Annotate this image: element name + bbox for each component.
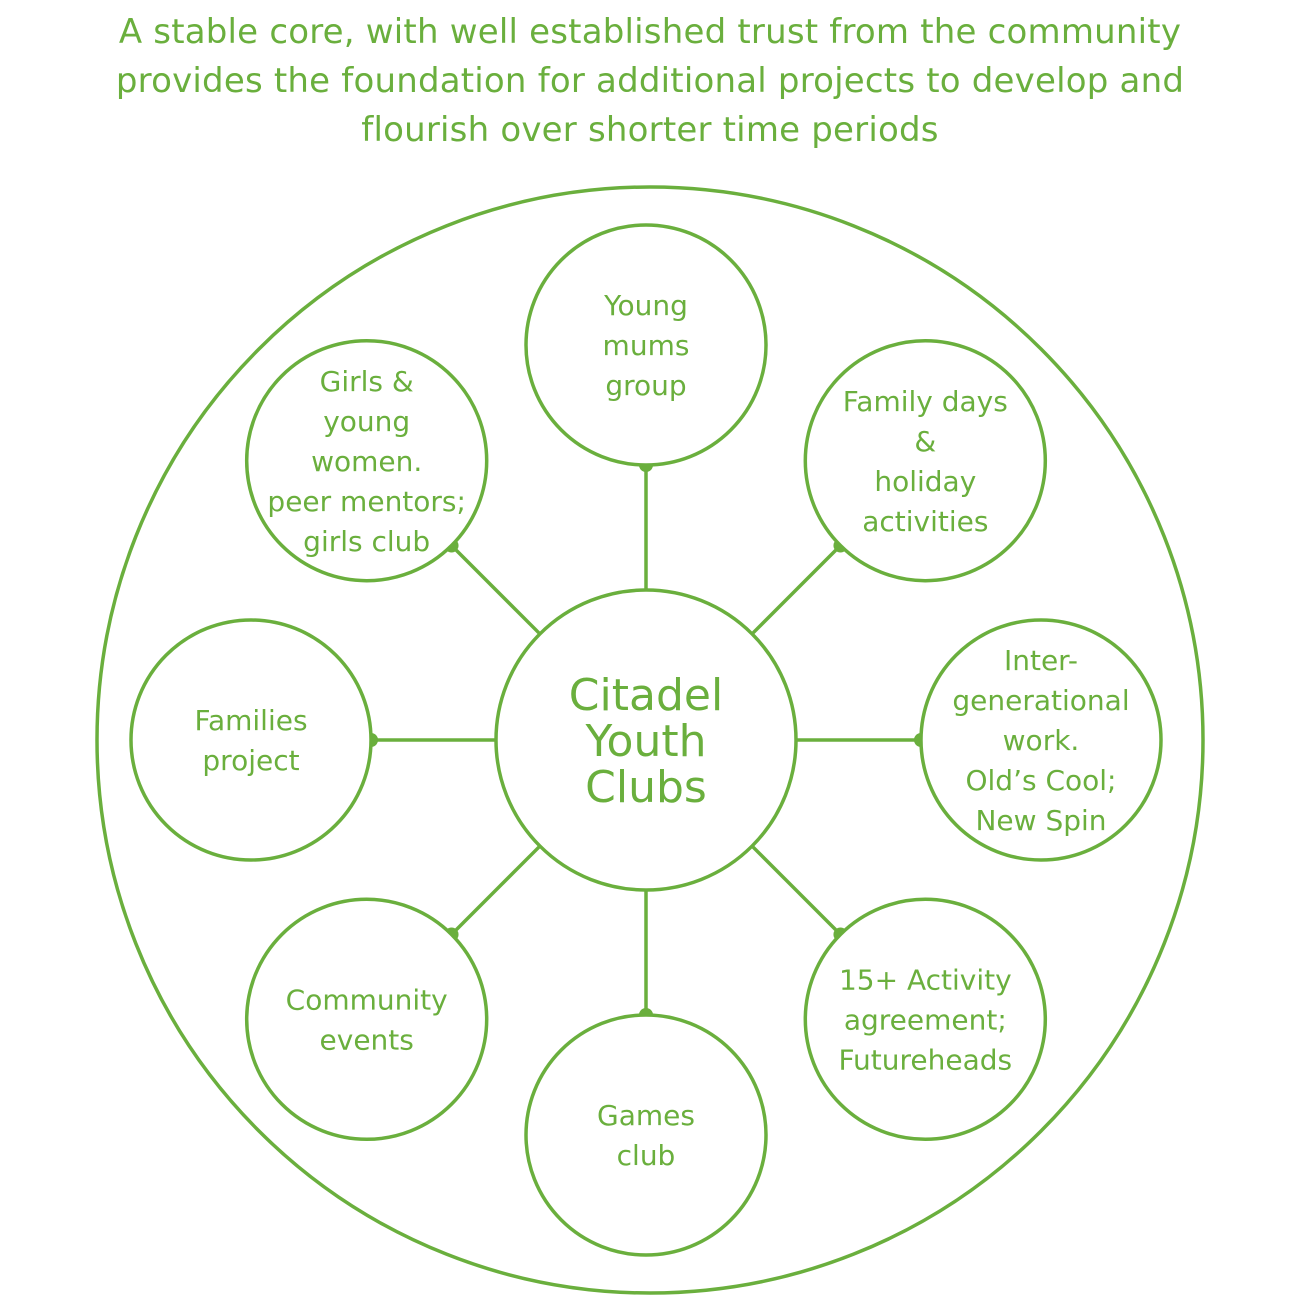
node-circle-activity-agreement xyxy=(803,897,1048,1142)
node-label-young-mums-group-line-1: Young xyxy=(603,289,688,322)
node-label-intergenerational-work-line-5: New Spin xyxy=(975,804,1106,837)
center-label-line-2: Youth xyxy=(585,716,707,767)
project-node-intergenerational-work: Inter-generational work. Old’s Cool; New Sp… xyxy=(919,618,1163,862)
node-label-girls-young-women-line-5: girls club xyxy=(303,525,430,558)
node-circle-family-days xyxy=(803,338,1048,583)
node-label-family-days-line-1: Family days xyxy=(843,385,1008,418)
node-label-community-events-line-1: Community xyxy=(286,983,448,1016)
headline-line-1: A stable core, with well established tru… xyxy=(118,12,1182,52)
node-label-family-days-line-4: activities xyxy=(862,505,988,538)
project-node-community-events: Community events xyxy=(244,897,489,1142)
outer-ring xyxy=(95,185,1205,1295)
node-label-families-project-line-2: project xyxy=(202,744,299,777)
node-label-girls-young-women-line-2: young xyxy=(323,405,410,438)
project-node-young-mums-group: Young mums group xyxy=(524,223,768,467)
center-label-line-1: Citadel xyxy=(569,670,723,721)
node-label-family-days-line-3: holiday xyxy=(874,465,976,498)
connector-line-activity-agreement xyxy=(750,844,842,936)
node-label-intergenerational-work-line-4: Old’s Cool; xyxy=(965,764,1116,797)
node-circle-young-mums-group xyxy=(524,223,768,467)
connector-line-girls-young-women xyxy=(450,544,542,636)
center-label-line-3: Clubs xyxy=(585,762,707,813)
node-circle-intergenerational-work xyxy=(919,618,1163,862)
node-label-community-events-line-2: events xyxy=(320,1023,414,1056)
node-label-families-project-line-1: Families xyxy=(194,704,307,737)
node-label-girls-young-women-line-3: women. xyxy=(311,445,422,478)
node-circle-games-club xyxy=(524,1013,768,1257)
node-label-girls-young-women-line-1: Girls & xyxy=(320,365,414,398)
headline-line-2: provides the foundation for additional p… xyxy=(115,61,1185,101)
project-node-family-days: Family days & holiday activities xyxy=(803,338,1048,583)
node-label-games-club-line-2: club xyxy=(617,1139,676,1172)
node-label-family-days-line-2: & xyxy=(914,425,936,458)
project-node-girls-young-women: Girls & young women. peer mentors; girls clu… xyxy=(244,338,489,583)
node-label-intergenerational-work-line-1: Inter- xyxy=(1004,644,1078,677)
node-circle-community-events xyxy=(244,897,489,1142)
headline-line-3: flourish over shorter time periods xyxy=(361,110,939,150)
project-node-activity-agreement: 15+ Activity agreement; Futureheads xyxy=(803,897,1048,1142)
node-circle-girls-young-women xyxy=(244,338,489,583)
node-label-girls-young-women-line-4: peer mentors; xyxy=(267,485,466,518)
connector-line-community-events xyxy=(450,844,542,936)
node-circle-families-project xyxy=(129,618,373,862)
connector-line-family-days xyxy=(750,544,842,636)
node-label-games-club-line-1: Games xyxy=(597,1099,695,1132)
node-label-activity-agreement-line-1: 15+ Activity xyxy=(839,963,1012,996)
center-circle xyxy=(494,588,798,892)
node-label-young-mums-group-line-2: mums xyxy=(603,329,690,362)
project-node-families-project: Families project xyxy=(129,618,373,862)
project-node-games-club: Games club xyxy=(524,1013,768,1257)
project-nodes: Young mums group Family days & holiday activit… xyxy=(129,223,1163,1257)
node-label-intergenerational-work-line-2: generational xyxy=(952,684,1129,717)
node-label-intergenerational-work-line-3: work. xyxy=(1003,724,1080,757)
node-label-young-mums-group-line-3: group xyxy=(605,369,686,402)
headline: A stable core, with well established tru… xyxy=(20,8,1280,155)
node-label-activity-agreement-line-2: agreement; xyxy=(844,1003,1007,1036)
node-label-activity-agreement-line-3: Futureheads xyxy=(838,1043,1012,1076)
